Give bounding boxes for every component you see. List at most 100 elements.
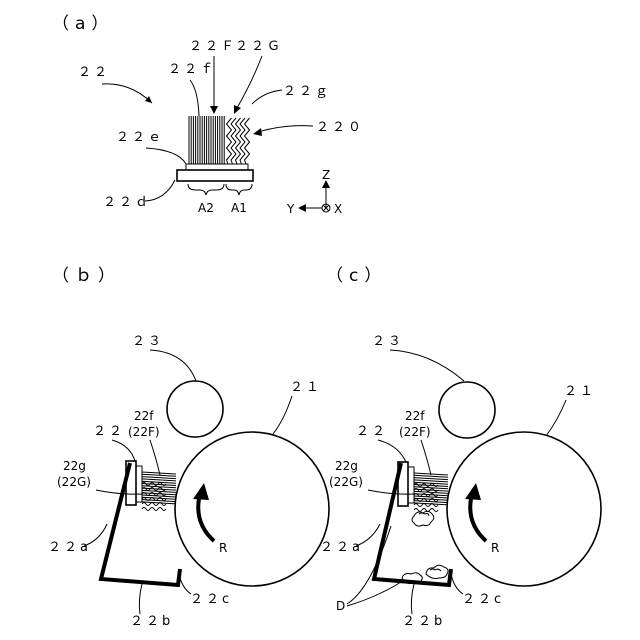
label-22c: ２２c	[190, 592, 232, 607]
leader-23	[150, 350, 196, 381]
case-22a-wall	[101, 463, 180, 585]
label-22c: ２２c	[462, 592, 504, 607]
brush-backplate	[408, 467, 414, 503]
label-22g: ２２ｇ	[283, 84, 331, 99]
crimped-brush-fiber	[142, 508, 166, 511]
label-D: D	[336, 599, 345, 613]
leader-22g	[368, 490, 414, 494]
brush-fiber	[142, 474, 176, 476]
crimped-fiber	[245, 118, 250, 164]
brush-fiber	[414, 475, 448, 477]
brush-fiber	[414, 478, 448, 480]
brush-backing-22e	[186, 164, 248, 170]
leader-22g	[252, 90, 282, 104]
label-220: ２２０	[316, 120, 364, 135]
label-22G: (22G)	[57, 475, 91, 489]
arrowhead-22F	[210, 106, 218, 114]
brush-backplate	[136, 466, 142, 502]
label-22f: 22f	[134, 409, 154, 423]
rotation-arrowhead	[193, 483, 209, 500]
leader-22f	[190, 80, 199, 116]
axis-x-label: X	[334, 202, 342, 216]
label-22: ２２	[78, 65, 110, 80]
deposit-blob	[426, 565, 448, 578]
label-22F: ２２Ｆ	[189, 39, 237, 54]
arrowhead-220	[253, 128, 262, 136]
label-22g: 22g	[335, 459, 358, 473]
coordinate-axes: Z Y X	[286, 168, 342, 216]
leader-21	[546, 400, 566, 436]
arrowhead-22	[145, 96, 152, 103]
label-22: ２２	[356, 424, 388, 439]
leader-22b	[411, 584, 414, 614]
y-axis-arrowhead	[298, 204, 306, 212]
label-21: ２１	[290, 380, 322, 395]
crimped-brush-fiber	[414, 484, 438, 487]
bracket-a1	[226, 184, 252, 195]
label-22e: ２２ｅ	[116, 130, 164, 145]
label-22g: 22g	[63, 459, 86, 473]
leader-22	[378, 440, 406, 462]
bracket-a2	[188, 184, 224, 195]
crimped-fibers-22g	[227, 118, 250, 164]
crimped-brush-fiber	[414, 489, 438, 492]
axis-z-label: Z	[322, 168, 330, 182]
arrow-22	[102, 84, 152, 103]
deposits-D	[402, 511, 448, 583]
arrow-220	[258, 126, 313, 132]
panel-b: （ｂ） R ２３ ２１ ２２ 22f (22F) 22g (22G) ２２a ２…	[48, 266, 329, 629]
rotation-arrowhead	[465, 483, 481, 500]
leader-22g	[96, 490, 142, 494]
brush-fiber	[414, 480, 448, 482]
deposit-blob	[430, 569, 441, 571]
rotation-label: R	[219, 541, 227, 555]
rotation-arrow-R	[470, 494, 486, 541]
label-22F: (22F)	[399, 425, 431, 439]
region-a2-label: A2	[198, 201, 214, 215]
label-22: ２２	[93, 424, 125, 439]
crimped-fiber	[231, 118, 236, 164]
brush-fiber	[142, 479, 176, 481]
panel-c: （c） R ２３ ２１ ２２ 22f (22F) 22g (22G) ２２a	[320, 266, 601, 629]
rotation-arrow-R	[198, 494, 214, 541]
arrow-22G	[237, 56, 262, 108]
label-22f: 22f	[405, 409, 425, 423]
crimped-brush-fiber	[142, 483, 166, 486]
label-22d: ２２ｄ	[103, 195, 151, 210]
crimped-fiber	[240, 118, 245, 164]
leader-22b	[139, 584, 142, 614]
brush-fiber	[142, 477, 176, 479]
straight-fibers-22f	[189, 116, 224, 164]
axis-y-label: Y	[286, 202, 295, 216]
panel-a: （a） A2 A1 ２２ ２２Ｆ ２２Ｇ ２２ｆ ２２ｇ ２２０ ２２ｅ ２２	[52, 14, 364, 216]
crimped-brush-fiber	[142, 488, 166, 491]
leader-22f	[150, 440, 160, 475]
leader-23	[390, 350, 464, 381]
leader-22e	[146, 148, 186, 164]
region-a1-label: A1	[231, 201, 247, 215]
leader-22f	[421, 440, 431, 475]
leader-D-2	[347, 580, 404, 606]
deposit-blob	[419, 513, 429, 516]
roller-23	[167, 381, 223, 437]
rotation-label: R	[491, 541, 499, 555]
panel-b-label: （ｂ）	[52, 266, 121, 286]
label-22a: ２２a	[48, 540, 91, 555]
crimped-fiber	[227, 118, 232, 164]
crimped-fiber	[236, 118, 241, 164]
label-22a: ２２a	[320, 540, 363, 555]
leader-22c	[451, 574, 463, 594]
panel-a-label: （a）	[52, 14, 114, 34]
label-22G: ２２Ｇ	[235, 39, 283, 54]
label-22G: (22G)	[329, 475, 363, 489]
label-22f: ２２ｆ	[168, 62, 216, 77]
panel-c-label: （c）	[326, 266, 387, 286]
label-22b: ２２b	[130, 614, 173, 629]
label-21: ２１	[564, 384, 596, 399]
brush-base-22d	[177, 170, 253, 181]
leader-21	[273, 396, 292, 434]
leader-22	[112, 440, 135, 461]
label-22F: (22F)	[128, 425, 160, 439]
roller-23	[439, 382, 495, 438]
